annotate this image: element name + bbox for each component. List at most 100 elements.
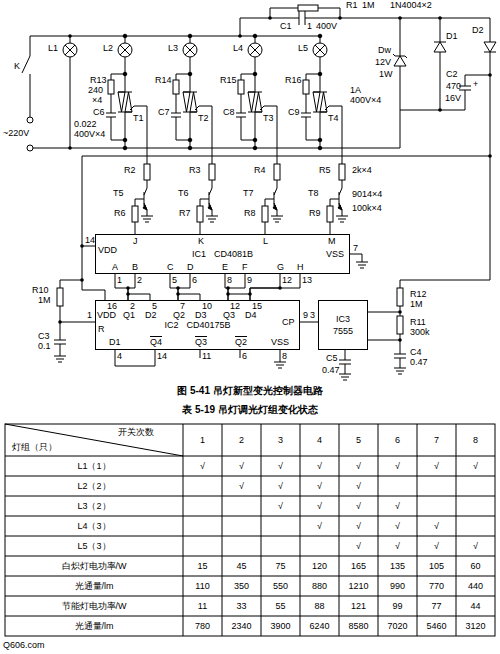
junction-dots — [58, 16, 492, 342]
part-label: 300k — [410, 328, 430, 337]
table-cell: 白炽灯电功率/W — [62, 562, 127, 571]
part-label: 6 — [242, 352, 247, 361]
table-cell: 550 — [273, 582, 288, 591]
table-cell: √ — [317, 462, 322, 471]
part-label: R4 — [254, 166, 266, 175]
table-cell: √ — [356, 462, 361, 471]
part-label: 9 — [303, 311, 308, 320]
part-label: 12 — [230, 302, 240, 311]
table-cell: 5460 — [426, 622, 446, 631]
table-cell: 44 — [470, 602, 480, 611]
part-label: 100k×4 — [352, 204, 382, 213]
table-cell: 15 — [197, 562, 207, 571]
part-label: D4 — [245, 311, 257, 320]
table-cell: 4 — [317, 436, 322, 445]
table-cell: √ — [239, 482, 244, 491]
part-label: 1M — [410, 300, 423, 309]
table-cell: 7 — [434, 436, 439, 445]
part-label: B — [132, 263, 138, 272]
part-label: ×4 — [92, 96, 102, 105]
signal-wire — [228, 274, 245, 300]
part-label: 3 — [310, 311, 315, 320]
part-label: 0.47 — [410, 358, 428, 367]
part-label: C2 — [446, 70, 458, 79]
table-cell: 770 — [429, 582, 444, 591]
table-cell: 440 — [468, 582, 483, 591]
table-cell: 光通量/lm — [75, 622, 114, 631]
part-label: Q2 — [235, 338, 247, 347]
table-cell: 1 — [200, 436, 205, 445]
table-cell: L3（2） — [77, 502, 110, 511]
table-cell: 880 — [312, 582, 327, 591]
part-label: VDD — [97, 311, 116, 320]
part-label: CP — [282, 318, 295, 327]
table-cell: 33 — [236, 602, 246, 611]
table-cell: 45 — [236, 562, 246, 571]
ic-label: IC2 — [164, 321, 178, 330]
table-cell: 77 — [431, 602, 441, 611]
part-label: 400V×4 — [74, 130, 105, 139]
signal-wire — [250, 274, 300, 300]
part-label: T2 — [198, 114, 209, 123]
table-cell: 165 — [351, 562, 366, 571]
table-grid — [5, 424, 495, 636]
signal-wire — [170, 274, 178, 300]
table-cell: √ — [434, 542, 439, 551]
part-label: 14 — [85, 236, 95, 245]
part-label: 7 — [180, 302, 185, 311]
part-label: D2 — [472, 26, 484, 35]
part-label: R13 — [90, 76, 107, 85]
part-label: R3 — [189, 166, 201, 175]
part-label: 10 — [202, 302, 212, 311]
table-cell: 2 — [239, 436, 244, 445]
table-cell: √ — [356, 522, 361, 531]
table-cell: √ — [239, 462, 244, 471]
table-cell: 节能灯电功率/W — [62, 602, 127, 611]
part-label: L4 — [233, 44, 243, 53]
part-label: R12 — [410, 290, 427, 299]
part-label: C8 — [223, 108, 235, 117]
part-label: 1 — [87, 311, 92, 320]
table-cell: 6240 — [309, 622, 329, 631]
table-cell: √ — [317, 482, 322, 491]
part-label: T8 — [308, 189, 319, 198]
signal-wire — [128, 274, 135, 300]
table-cell: 2340 — [231, 622, 251, 631]
part-label: E — [222, 263, 228, 272]
part-label: 9 — [247, 276, 252, 285]
table-cell: √ — [473, 462, 478, 471]
part-label: 12V — [375, 58, 391, 67]
table-cell: 350 — [234, 582, 249, 591]
ground-symbols — [54, 262, 406, 380]
ic-label: 7555 — [333, 327, 353, 336]
part-label: C7 — [158, 108, 170, 117]
table-cell: √ — [434, 522, 439, 531]
part-label: R10 — [32, 286, 49, 295]
table-cell: 8 — [473, 436, 478, 445]
part-label: F — [242, 263, 248, 272]
part-label: 16V — [445, 94, 461, 103]
table-cell: 121 — [351, 602, 366, 611]
signal-wire — [250, 274, 280, 300]
part-label: T6 — [178, 189, 189, 198]
part-label: C5 — [326, 354, 338, 363]
part-label: D1 — [109, 338, 121, 347]
table-cell: √ — [395, 502, 400, 511]
part-label: VSS — [326, 250, 344, 259]
part-label: 15 — [252, 302, 262, 311]
part-label: 1 — [117, 276, 122, 285]
part-label: A — [112, 263, 118, 272]
part-label: 1W — [379, 70, 393, 79]
table-cell: 6 — [395, 436, 400, 445]
ic-label: CD4081B — [214, 250, 253, 259]
part-label: R15 — [220, 76, 237, 85]
table-cell: √ — [278, 482, 283, 491]
part-label: Q1 — [123, 311, 135, 320]
part-label: K — [198, 237, 204, 246]
part-label: 0.47 — [322, 366, 340, 375]
wires — [22, 5, 496, 374]
part-label: D1 — [446, 32, 458, 41]
table-cell: 开关次数 — [118, 428, 154, 437]
part-label: C9 — [288, 108, 300, 117]
part-label: R7 — [179, 209, 191, 218]
